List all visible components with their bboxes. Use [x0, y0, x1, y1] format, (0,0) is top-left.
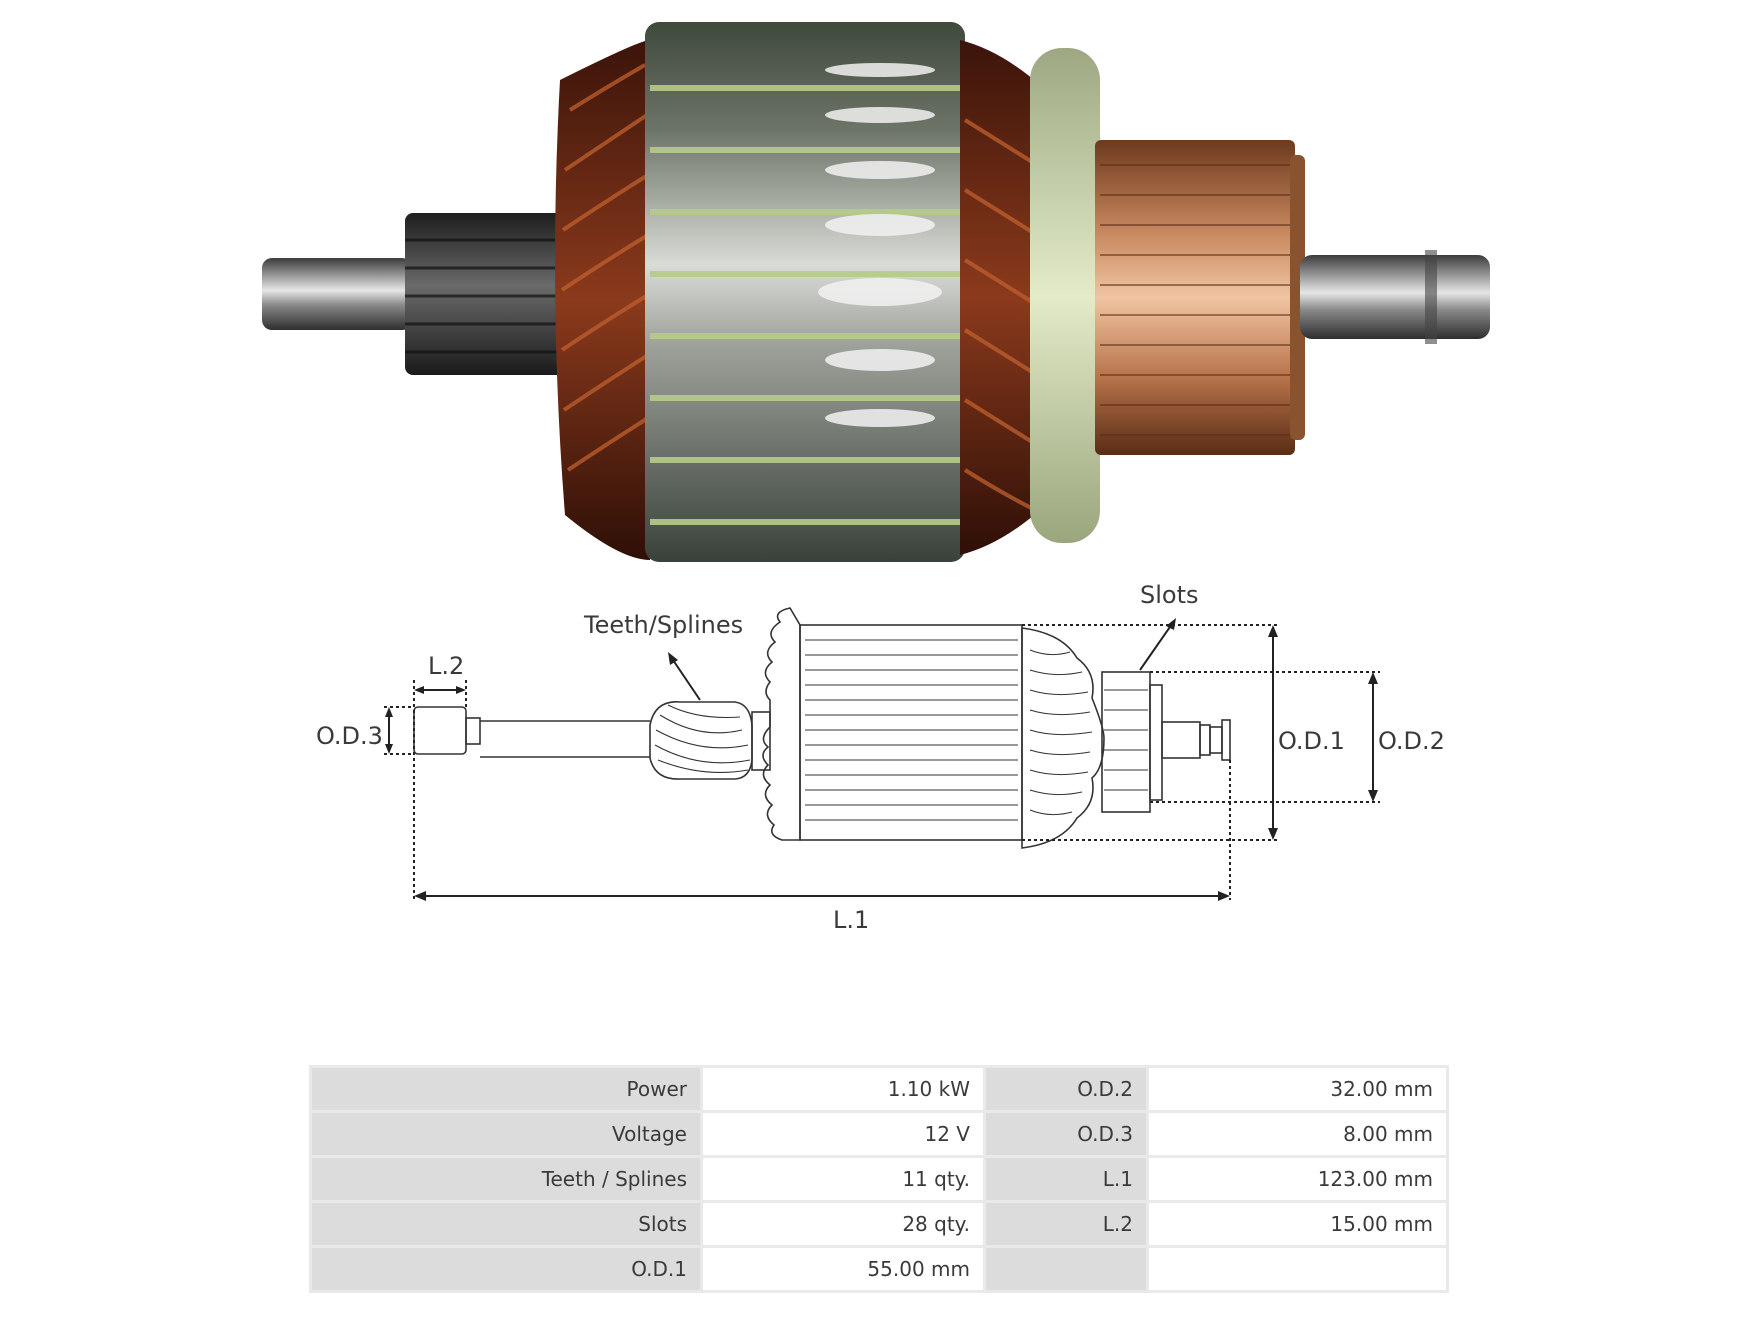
commutator: [1095, 140, 1295, 455]
table-row: Voltage 12 V O.D.3 8.00 mm: [312, 1113, 1446, 1155]
shaft-end: [413, 706, 467, 755]
right-shaft: [1300, 255, 1490, 339]
commutator-drawing: [1101, 671, 1151, 813]
label-od2: O.D.2: [1378, 727, 1445, 755]
label-teeth-splines: Teeth/Splines: [583, 611, 743, 639]
spec-value: 11 qty.: [703, 1158, 983, 1200]
spec-key: L.1: [986, 1158, 1146, 1200]
left-winding: [555, 40, 650, 560]
spec-value: 12 V: [703, 1113, 983, 1155]
pinion-gear: [405, 213, 570, 375]
left-shaft: [262, 258, 412, 330]
label-l1: L.1: [833, 906, 869, 934]
core-drawing: [799, 624, 1023, 841]
insulation-ring: [1030, 48, 1100, 543]
spec-key: Voltage: [312, 1113, 700, 1155]
spec-key: L.2: [986, 1203, 1146, 1245]
spec-table: Power 1.10 kW O.D.2 32.00 mm Voltage 12 …: [309, 1065, 1449, 1293]
spec-value: 1.10 kW: [703, 1068, 983, 1110]
winding-drawing: [1021, 627, 1105, 849]
table-row: Power 1.10 kW O.D.2 32.00 mm: [312, 1068, 1446, 1110]
spec-key: Teeth / Splines: [312, 1158, 700, 1200]
armature-photo: [262, 22, 1490, 562]
spec-key: Power: [312, 1068, 700, 1110]
label-od1: O.D.1: [1278, 727, 1345, 755]
spec-value: 55.00 mm: [703, 1248, 983, 1290]
table-row: Slots 28 qty. L.2 15.00 mm: [312, 1203, 1446, 1245]
spec-value: 32.00 mm: [1149, 1068, 1446, 1110]
spec-value: 123.00 mm: [1149, 1158, 1446, 1200]
armature-core: [645, 22, 965, 562]
table-row: O.D.1 55.00 mm: [312, 1248, 1446, 1290]
spec-key: O.D.3: [986, 1113, 1146, 1155]
spec-key: O.D.2: [986, 1068, 1146, 1110]
spec-value: 15.00 mm: [1149, 1203, 1446, 1245]
table-row: Teeth / Splines 11 qty. L.1 123.00 mm: [312, 1158, 1446, 1200]
label-l2: L.2: [428, 652, 464, 680]
spec-key: Slots: [312, 1203, 700, 1245]
spec-key: [986, 1248, 1146, 1290]
spec-value: 8.00 mm: [1149, 1113, 1446, 1155]
spec-key: O.D.1: [312, 1248, 700, 1290]
label-od3: O.D.3: [316, 722, 383, 750]
splines: [649, 701, 753, 780]
spec-value: [1149, 1248, 1446, 1290]
right-winding: [960, 40, 1040, 555]
spec-value: 28 qty.: [703, 1203, 983, 1245]
